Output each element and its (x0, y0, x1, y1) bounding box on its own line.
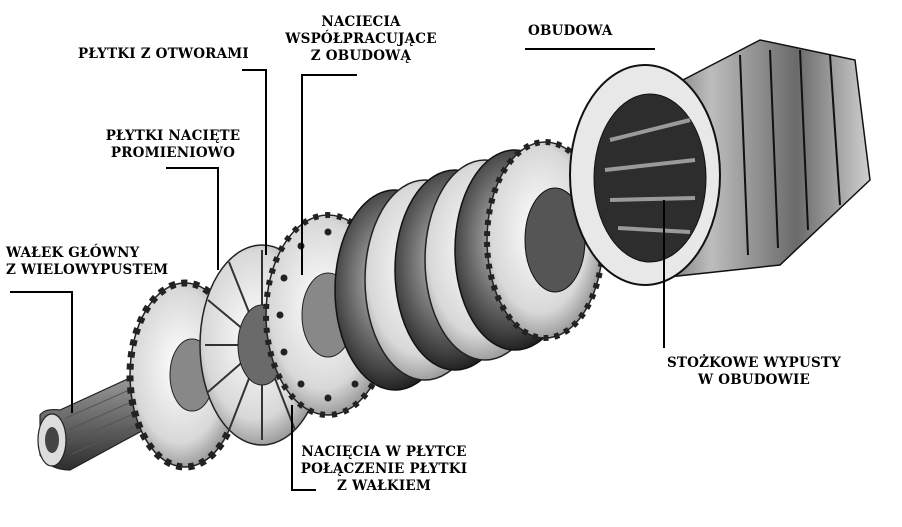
leader-plytki-naciete (166, 167, 219, 270)
leader-walek-glowny (10, 291, 73, 413)
label-naciecia-w-plytce: NACIĘCIA W PŁYTCE POŁĄCZENIE PŁYTKI Z WA… (300, 444, 468, 494)
label-stozkowe-wypusty: STOŻKOWE WYPUSTY W OBUDOWIE (666, 355, 842, 388)
housing (569, 39, 871, 286)
label-obudowa: OBUDOWA (528, 23, 613, 39)
label-naciecia-wspolpracujace: NACIECIA WSPÓŁPRACUJĄCE Z OBUDOWĄ (285, 14, 437, 64)
label-plytki-z-otworami: PŁYTKI Z OTWORAMI (78, 46, 249, 62)
leader-naciecia-w-plytce (291, 405, 316, 491)
label-plytki-naciete: PŁYTKI NACIĘTE PROMIENIOWO (105, 128, 241, 161)
leader-naciecia-wspolpracujace (301, 74, 357, 275)
plate-stack (334, 139, 606, 391)
leader-plytki-z-otworami (242, 69, 267, 255)
label-walek-glowny: WAŁEK GŁÓWNY Z WIELOWYPUSTEM (6, 245, 169, 278)
leader-lines (10, 48, 665, 491)
